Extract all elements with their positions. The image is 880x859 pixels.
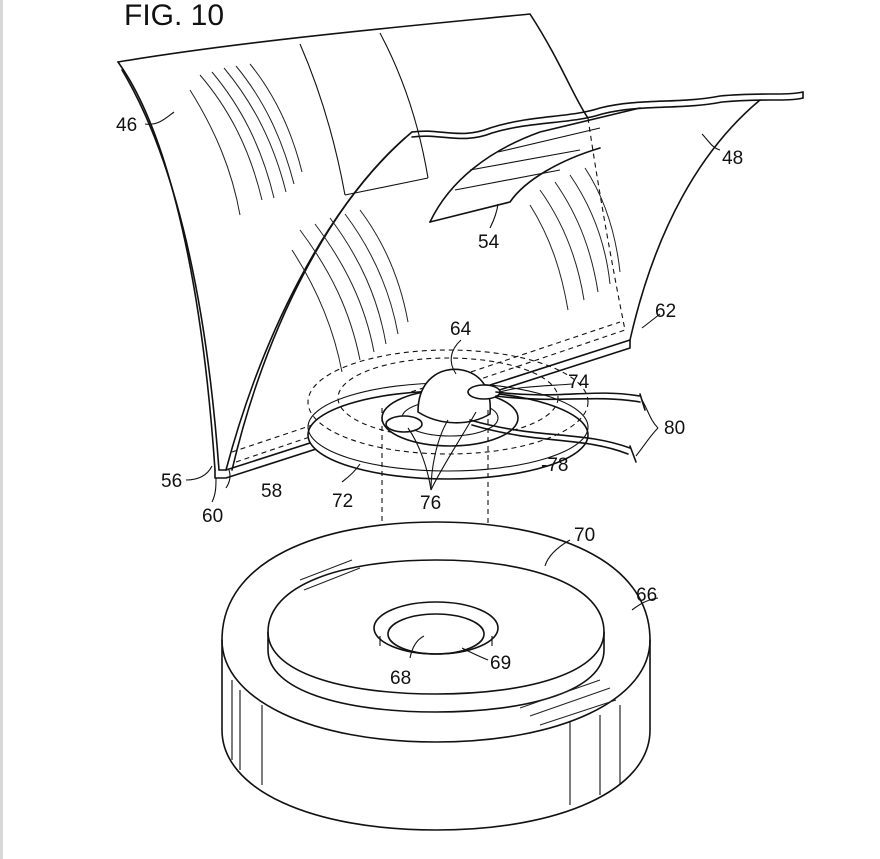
ref-46: 46	[116, 115, 137, 136]
ref-54: 54	[478, 232, 500, 253]
ref-76: 76	[420, 493, 441, 514]
figure-title: FIG. 10	[124, 0, 224, 32]
panel-shading	[189, 63, 621, 373]
ref-56: 56	[161, 471, 182, 492]
ref-60: 60	[202, 506, 223, 527]
ref-68: 68	[390, 668, 411, 689]
leader-lines	[144, 111, 721, 661]
ref-74: 74	[568, 372, 590, 393]
ref-72: 72	[332, 491, 353, 512]
tubes-80	[469, 391, 646, 463]
spout-64	[381, 368, 519, 447]
ref-69: 69	[490, 653, 511, 674]
bag-panel-46	[117, 13, 589, 471]
ref-62: 62	[655, 301, 676, 322]
ref-78: -78	[541, 455, 568, 476]
ref-64: 64	[450, 319, 472, 340]
ref-80: 80	[664, 418, 685, 439]
ref-70: 70	[574, 525, 595, 546]
page-left-border	[0, 0, 3, 859]
ref-66: 66	[636, 585, 657, 606]
socket-68	[373, 601, 499, 655]
ref-58: 58	[261, 481, 282, 502]
ref-48: 48	[722, 148, 743, 169]
window-54	[429, 107, 641, 223]
